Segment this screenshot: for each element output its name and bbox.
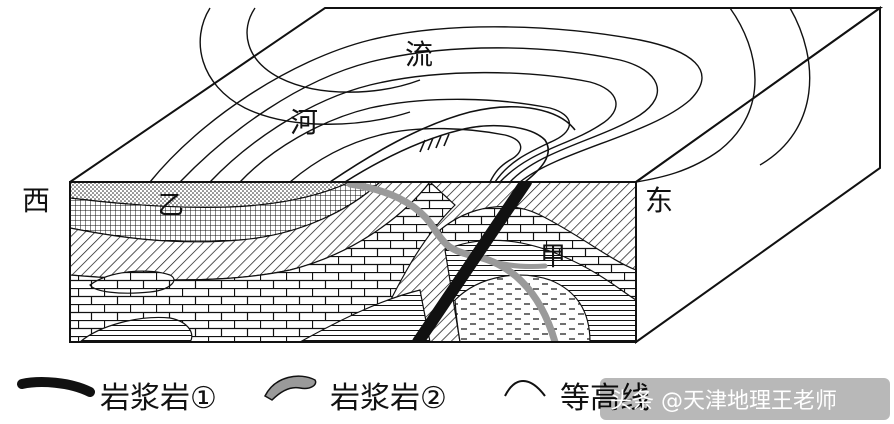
contour-line (149, 26, 703, 183)
contour-line (209, 71, 617, 183)
contour-line (289, 127, 522, 183)
label-yi: 乙 (158, 191, 184, 221)
right-face-outline (635, 6, 881, 344)
river-marks (419, 133, 450, 153)
watermark-bg (600, 378, 890, 420)
label-jia: 甲 (540, 242, 566, 272)
stratum-brick (70, 182, 456, 342)
legend-item-1-label: 岩浆岩① (100, 381, 217, 416)
contour-line (246, 7, 421, 93)
contour-line (199, 7, 411, 125)
front-face-outline (69, 181, 637, 343)
cross-section (70, 182, 636, 342)
stratum-shale (454, 274, 591, 342)
stratum-lines-bottom (299, 289, 431, 342)
contour-line (179, 47, 659, 183)
legend-contour-symbol (504, 380, 546, 397)
contour-line (239, 98, 571, 183)
label-west: 西 (22, 184, 50, 217)
stratum-small-lens (79, 316, 193, 342)
contour-lines (149, 7, 811, 183)
watermark: 头条 @天津地理王老师 (600, 378, 890, 420)
river-channel (329, 106, 576, 183)
legend-item-3-label: 等高线 (560, 381, 650, 416)
river-bank (344, 124, 549, 183)
legend-igneous-rock-2-symbol (264, 375, 317, 401)
contour-line (759, 7, 811, 166)
legend-igneous-rock-1-symbol (17, 377, 95, 397)
watermark-text: 头条 @天津地理王老师 (610, 389, 837, 414)
igneous-rock-2-dike (346, 182, 559, 342)
igneous-rock-1-dike (412, 182, 532, 342)
legend: 岩浆岩① 岩浆岩② 等高线 (17, 375, 650, 416)
contour-line (635, 7, 756, 183)
label-river-1: 流 (405, 38, 433, 71)
river-bank (329, 106, 576, 183)
legend-item-2-label: 岩浆岩② (330, 381, 447, 416)
label-east: 东 (645, 184, 673, 217)
stratum-lens-west (89, 270, 175, 294)
label-river-2: 河 (290, 106, 318, 139)
